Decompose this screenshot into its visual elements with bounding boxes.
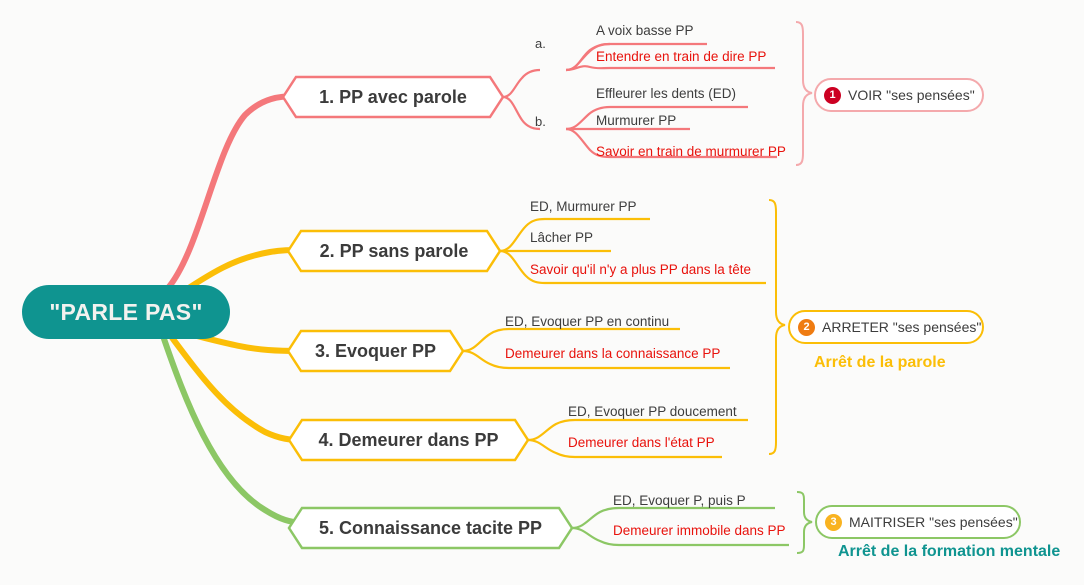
branch-1-node[interactable]: 1. PP avec parole bbox=[283, 77, 503, 117]
callout-2-badge: 2 bbox=[798, 318, 815, 336]
callout-2[interactable]: 2 ARRETER "ses pensées" bbox=[789, 311, 997, 343]
leaf-5-1-curve bbox=[571, 506, 620, 530]
group-marker-b: b. bbox=[535, 114, 546, 129]
sub-item-1a-2[interactable]: Entendre en train de dire PP bbox=[596, 49, 767, 64]
sub-item-4-2[interactable]: Demeurer dans l'état PP bbox=[568, 435, 715, 450]
branch-5-node[interactable]: 5. Connaissance tacite PP bbox=[289, 508, 572, 548]
callout-3[interactable]: 3 MAITRISER "ses pensées" bbox=[816, 506, 1034, 538]
sub-item-5-2[interactable]: Demeurer immobile dans PP bbox=[613, 523, 786, 538]
callout-2-label: ARRETER "ses pensées" bbox=[822, 319, 982, 335]
branch-2-node[interactable]: 2. PP sans parole bbox=[288, 231, 500, 271]
callout-3-label: MAITRISER "ses pensées" bbox=[849, 514, 1018, 530]
trunk-branch-4 bbox=[167, 332, 305, 443]
central-node-label: "PARLE PAS" bbox=[49, 298, 203, 325]
sub-item-1b-1[interactable]: Effleurer les dents (ED) bbox=[596, 86, 737, 101]
central-node[interactable]: "PARLE PAS" bbox=[22, 285, 230, 339]
branch-1-label: 1. PP avec parole bbox=[319, 86, 467, 107]
sub-item-2-1[interactable]: ED, Murmurer PP bbox=[530, 199, 637, 214]
sub-item-5-1[interactable]: ED, Evoquer P, puis P bbox=[613, 493, 746, 508]
brace-3 bbox=[796, 491, 813, 554]
leaf-3-2-curve bbox=[462, 349, 510, 370]
branch-3-node[interactable]: 3. Evoquer PP bbox=[288, 331, 463, 371]
sub-item-1b-3[interactable]: Savoir en train de murmurer PP bbox=[596, 144, 786, 159]
sub-item-2-2[interactable]: Lâcher PP bbox=[530, 230, 594, 245]
callout-3-caption: Arrêt de la formation mentale bbox=[838, 543, 1061, 561]
callout-1-badge: 1 bbox=[824, 86, 841, 104]
brace-2 bbox=[768, 199, 786, 455]
brace-1 bbox=[795, 21, 813, 166]
group-marker-a: a. bbox=[535, 36, 546, 51]
callout-1-label: VOIR "ses pensées" bbox=[848, 87, 975, 103]
leaf-5-2-curve bbox=[571, 526, 620, 547]
callout-1[interactable]: 1 VOIR "ses pensées" bbox=[815, 79, 991, 111]
sub-item-3-2[interactable]: Demeurer dans la connaissance PP bbox=[505, 346, 721, 361]
trunk-branch-1 bbox=[165, 93, 299, 291]
callout-2-caption: Arrêt de la parole bbox=[814, 354, 946, 372]
callout-3-badge: 3 bbox=[825, 513, 842, 531]
sub-item-1a-1[interactable]: A voix basse PP bbox=[596, 23, 694, 38]
sub-item-1b-2[interactable]: Murmurer PP bbox=[596, 113, 677, 128]
leaf-3-1-curve bbox=[462, 327, 510, 353]
trunk-branch-5 bbox=[160, 333, 305, 526]
branch-3-label: 3. Evoquer PP bbox=[314, 340, 437, 361]
sub-item-2-3[interactable]: Savoir qu'il n'y a plus PP dans la tête bbox=[530, 262, 752, 277]
sub-item-4-1[interactable]: ED, Evoquer PP doucement bbox=[568, 404, 737, 419]
branch-4-label: 4. Demeurer dans PP bbox=[318, 429, 499, 450]
split-1a bbox=[502, 68, 541, 99]
sub-item-3-1[interactable]: ED, Evoquer PP en continu bbox=[505, 314, 670, 329]
branch-2-label: 2. PP sans parole bbox=[319, 240, 469, 261]
branch-5-label: 5. Connaissance tacite PP bbox=[318, 517, 543, 538]
branch-4-node[interactable]: 4. Demeurer dans PP bbox=[289, 420, 528, 460]
